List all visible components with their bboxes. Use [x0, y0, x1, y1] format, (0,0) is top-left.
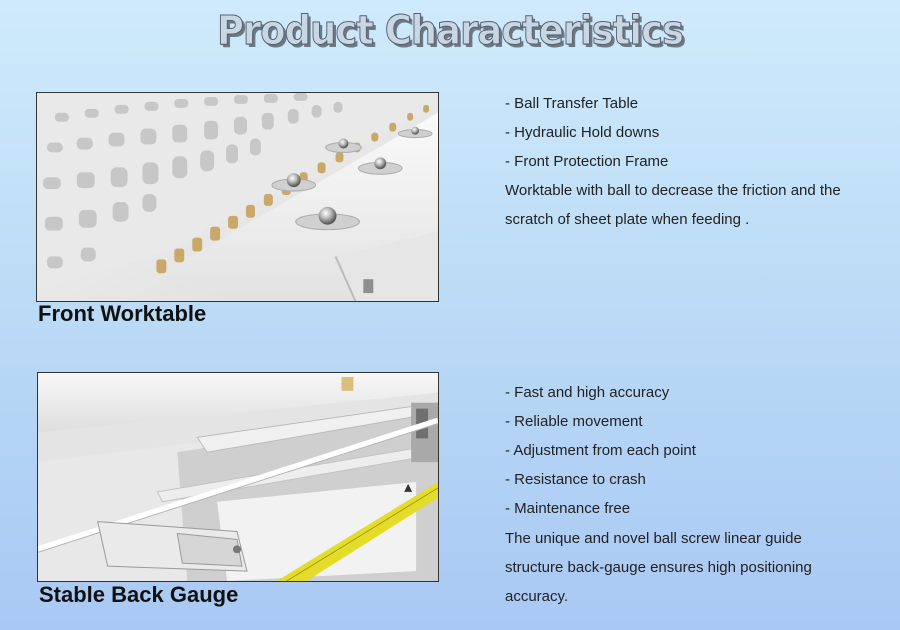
feature-item: - Maintenance free: [505, 500, 631, 517]
front-worktable-caption: Front Worktable: [38, 301, 207, 326]
feature-item: - Adjustment from each point: [505, 442, 696, 459]
feature-item: - Resistance to crash: [505, 471, 646, 488]
front-worktable-photo: [36, 92, 439, 302]
page-title: Product Characteristics: [217, 8, 685, 55]
back-gauge-photo: [37, 372, 439, 582]
back-gauge-feature-list: - Fast and high accuracy - Reliable move…: [505, 378, 696, 523]
front-worktable-description: Worktable with ball to decrease the fric…: [505, 182, 841, 228]
feature-item: - Hydraulic Hold downs: [505, 124, 660, 141]
feature-item: - Fast and high accuracy: [505, 384, 670, 401]
feature-item: - Reliable movement: [505, 413, 643, 430]
back-gauge-description: The unique and novel ball screw linear g…: [505, 530, 812, 605]
front-worktable-feature-list: - Ball Transfer Table - Hydraulic Hold d…: [505, 89, 668, 176]
back-gauge-caption: Stable Back Gauge: [39, 582, 239, 607]
feature-item: - Front Protection Frame: [505, 153, 669, 170]
feature-item: - Ball Transfer Table: [505, 95, 639, 112]
